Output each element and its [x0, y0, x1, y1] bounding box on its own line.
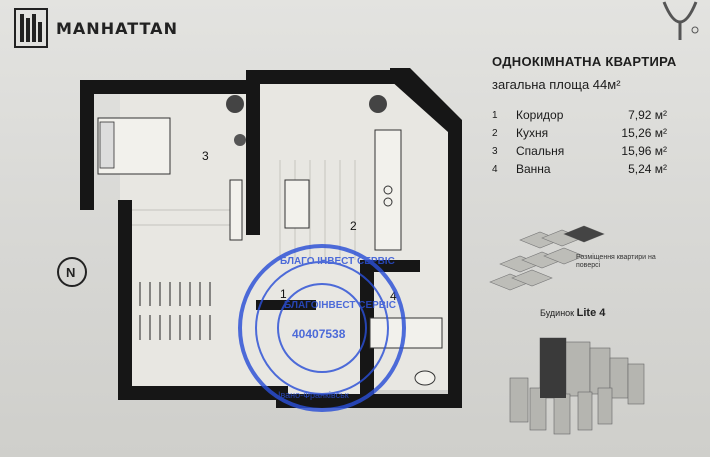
room-area: 5,24 м² — [628, 162, 667, 176]
walls — [80, 68, 462, 408]
floor-location-caption: Розміщення квартири на поверсі — [576, 254, 656, 269]
room-name: Коридор — [516, 108, 564, 122]
room-label-2: 2 — [350, 219, 357, 233]
room-area: 15,26 м² — [621, 126, 667, 140]
room-number: 2 — [492, 127, 498, 139]
plant-icon — [369, 95, 387, 113]
floor-plan: 3 2 1 4 — [80, 68, 462, 408]
corner-logo-icon — [662, 1, 699, 40]
stamp-outer-text: БЛАГО ІНВЕСТ СЕРВІС — [280, 256, 395, 267]
brand-name: MANHATTAN — [56, 18, 178, 38]
plant-icon — [226, 95, 244, 113]
building-prefix: Будинок — [540, 308, 575, 318]
building-name: Lite 4 — [576, 307, 606, 319]
toilet — [414, 370, 436, 386]
room-name: Ванна — [516, 162, 551, 176]
kitchen-counter — [374, 129, 402, 251]
apartment-total-area: загальна площа 44м² — [492, 77, 621, 92]
manhattan-logo-icon — [14, 8, 48, 48]
compass-icon: N — [57, 257, 87, 287]
stove-burner — [383, 197, 393, 207]
room-row: 3 Спальня 15,96 м² — [492, 142, 667, 160]
floor-location-diagram — [489, 225, 605, 291]
room-name: Кухня — [516, 126, 549, 140]
room-row: 4 Ванна 5,24 м² — [492, 160, 667, 178]
floorboards — [130, 160, 356, 260]
plant-icon — [234, 134, 246, 146]
room-area: 15,96 м² — [621, 144, 667, 158]
pillow — [99, 121, 115, 169]
room-row: 2 Кухня 15,26 м² — [492, 124, 667, 142]
dining-table — [284, 179, 310, 229]
compass-label: N — [66, 265, 75, 280]
room-area: 7,92 м² — [628, 108, 667, 122]
room-list: 1 Коридор 7,92 м² 2 Кухня 15,26 м² 3 Спа… — [492, 106, 667, 178]
stamp-code: 40407538 — [292, 327, 346, 341]
stairs-hatching — [139, 282, 211, 340]
room-label-1: 1 — [280, 287, 287, 301]
building-highlight — [540, 338, 566, 398]
room-number: 1 — [492, 109, 498, 121]
room-name: Спальня — [516, 144, 565, 158]
brand: MANHATTAN — [14, 8, 178, 48]
room-label-4: 4 — [390, 289, 397, 303]
room-row: 1 Коридор 7,92 м² — [492, 106, 667, 124]
stamp-inner-text: БЛАГОІНВЕСТ СЕРВІС — [284, 300, 396, 311]
building-complex-render — [509, 337, 645, 435]
stove-burner — [383, 185, 393, 195]
building-label: Будинок Lite 4 — [540, 307, 605, 319]
apartment-highlight — [564, 226, 604, 242]
stamp-city: Івано-Франківськ — [278, 390, 349, 400]
room-number: 4 — [492, 163, 498, 175]
company-stamp: БЛАГО ІНВЕСТ СЕРВІС БЛАГОІНВЕСТ СЕРВІС 4… — [238, 244, 406, 412]
bathtub — [369, 317, 443, 349]
room-number: 3 — [492, 145, 498, 157]
apartment-title: ОДНОКІМНАТНА КВАРТИРА — [492, 54, 677, 69]
room-label-3: 3 — [202, 149, 209, 163]
desk — [229, 179, 243, 241]
